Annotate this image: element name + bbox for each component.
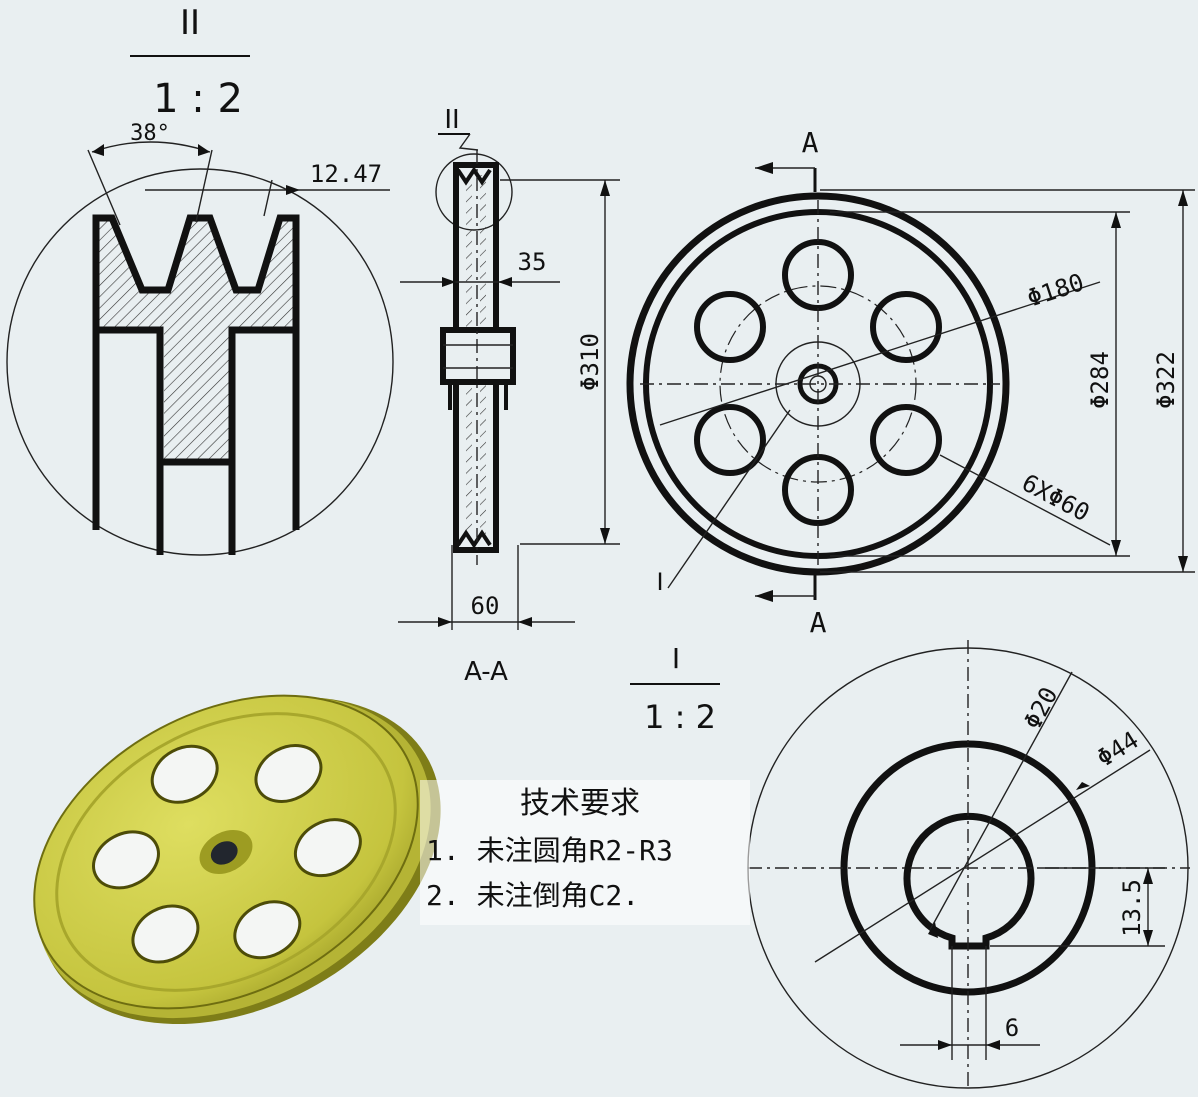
section-callout-ii: II (444, 105, 459, 135)
overall-width-dimension: 60 (471, 592, 500, 620)
hole (870, 291, 942, 363)
hole (694, 404, 766, 476)
key-width-dimension: 6 (1005, 1014, 1019, 1042)
section-a-a-view: II 35 Φ310 60 (398, 105, 620, 687)
lightening-holes (694, 239, 942, 526)
notes-title: 技术要求 (520, 786, 640, 821)
holes-dimension: 6XΦ60 (1017, 469, 1094, 528)
hub-section (440, 327, 516, 385)
hub-dimension: Φ44 (1092, 726, 1144, 773)
pulley-3d-render (33, 694, 441, 1025)
hole (694, 291, 766, 363)
notes-item-1: 1. 未注圆角R2-R3 (426, 834, 673, 867)
detail-i-label: I (672, 642, 680, 675)
groove-section-hatch (96, 218, 296, 460)
section-mark-top: A (802, 126, 819, 159)
front-view: A A Φ180 6XΦ60 I (626, 126, 1195, 639)
detail-i-scale: 1 : 2 (644, 698, 716, 736)
outer-diameter-dimension: Φ310 (576, 333, 604, 391)
groove-width-dimension: 12.47 (310, 160, 382, 188)
groove-section-outline (92, 214, 300, 530)
hub-width-dimension: 35 (518, 248, 547, 276)
rim-outer-dimension: Φ322 (1152, 351, 1180, 409)
detail-ii-scale: 1 : 2 (153, 76, 243, 122)
outer-rim-circle (626, 192, 1010, 576)
section-mark-bottom: A (810, 606, 827, 639)
callout-i: I (656, 568, 663, 596)
angle-dimension: 38° (130, 121, 170, 146)
hole (870, 404, 942, 476)
rim-inner-dimension: Φ284 (1086, 351, 1114, 409)
detail-ii-view: II 1 : 2 38° 12.47 (6, 3, 394, 556)
pitch-circle-dimension: Φ180 (1024, 268, 1088, 312)
section-detail-circle (435, 153, 513, 231)
key-depth-dimension: 13.5 (1118, 879, 1146, 937)
detail-ii-boundary-circle (6, 168, 394, 556)
notes-item-2: 2. 未注倒角C2. (426, 879, 639, 912)
section-a-a-label: A-A (464, 657, 508, 687)
bore-dimension: Φ20 (1018, 683, 1063, 734)
bore-keyway (903, 812, 1035, 950)
technical-requirements: 技术要求 1. 未注圆角R2-R3 2. 未注倒角C2. (420, 780, 750, 925)
detail-ii-label: II (180, 3, 200, 43)
